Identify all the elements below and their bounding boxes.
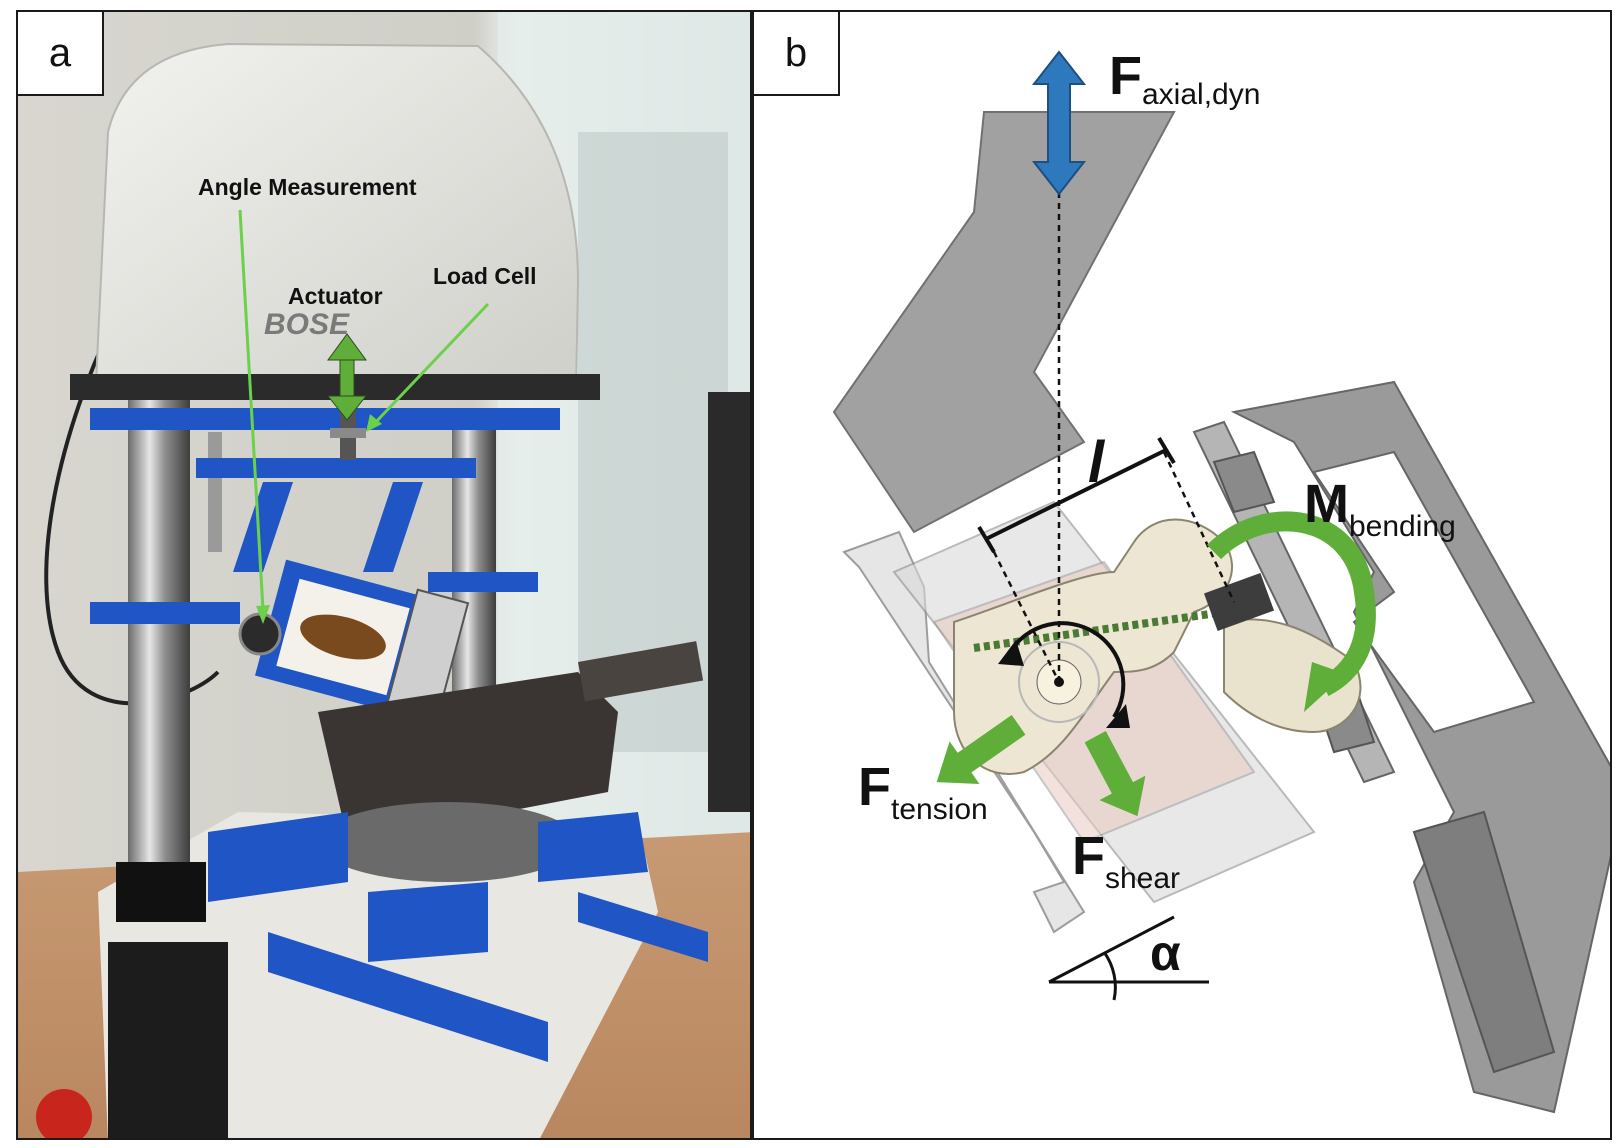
- panel-b-schematic: Faxial,dyn l Mbending Ftension Fshear α …: [752, 10, 1612, 1140]
- bending-moment-arrowhead: [1304, 662, 1346, 712]
- specimen-holder: [255, 559, 470, 721]
- alpha-arc: [1102, 951, 1117, 1001]
- lever-dashed-left: [987, 541, 1061, 683]
- clamp-left: [90, 602, 240, 624]
- emergency-stop-button: [36, 1089, 92, 1138]
- panel-a-photo: BOSE: [16, 10, 752, 1140]
- xy-slider-left: [208, 812, 348, 902]
- machine-cover: [94, 42, 580, 394]
- test-machine-illustration: BOSE: [18, 12, 750, 1138]
- load-cell-pointer-line: [372, 302, 490, 426]
- clamp-right: [428, 572, 538, 592]
- shear-force-arrow: [1084, 731, 1146, 817]
- label-f-axial: Faxial,dyn: [1109, 46, 1260, 111]
- base-foot: [108, 942, 228, 1138]
- crosshead-middle: [196, 458, 476, 478]
- vise-body: [318, 672, 618, 842]
- actuator-double-arrow: [326, 333, 368, 421]
- lever-arm-tick-right: [1157, 436, 1176, 465]
- lever-arm-l: [985, 448, 1167, 541]
- brand-logo: BOSE: [264, 308, 350, 341]
- xy-rail-front: [268, 932, 548, 1062]
- rotation-arrowhead-right: [1106, 704, 1130, 728]
- label-alpha: α: [1150, 925, 1181, 981]
- angle-pointer-head: [256, 605, 270, 624]
- lever-arm-tick-left: [977, 525, 996, 554]
- label-actuator: Actuator: [288, 283, 383, 309]
- screw-head-clamp: [1203, 572, 1275, 632]
- rotation-arrowhead-left: [998, 640, 1024, 666]
- guide-rod-left: [208, 432, 222, 552]
- window-view: [578, 132, 728, 752]
- panel-b-tag: b: [754, 12, 840, 96]
- crosshead-upper: [90, 408, 560, 430]
- label-angle-measurement: Angle Measurement: [198, 174, 417, 200]
- xy-slider-right: [538, 812, 648, 882]
- lever-dashed-right: [1162, 451, 1236, 603]
- alpha-inclined-line: [1048, 915, 1175, 984]
- label-m-bending: Mbending: [1304, 474, 1456, 543]
- upper-fixture-arm: [832, 111, 1176, 534]
- fixture-arm-left: [233, 482, 293, 572]
- label-load-cell: Load Cell: [433, 263, 537, 289]
- rotation-center-ring: [1018, 641, 1100, 723]
- xy-slider-front: [368, 882, 488, 962]
- panel-a-tag: a: [18, 12, 104, 96]
- angle-sensor: [238, 612, 282, 656]
- vise-screw: [577, 641, 704, 702]
- monitor-edge: [708, 392, 750, 812]
- column-left-foot: [116, 862, 206, 922]
- loading-schematic: Faxial,dyn l Mbending Ftension Fshear α: [832, 46, 1610, 1114]
- right-fixture-frame: [1192, 380, 1610, 1114]
- label-f-tension: Ftension: [858, 757, 988, 826]
- fixture-arm-right: [363, 482, 423, 572]
- load-cell: [330, 428, 366, 438]
- axial-force-arrow: [1031, 50, 1087, 196]
- label-lever-l: l: [1088, 430, 1106, 495]
- rotation-arrow: [1008, 621, 1126, 719]
- label-f-shear: Fshear: [1072, 826, 1180, 895]
- tension-force-arrow: [936, 714, 1026, 784]
- vise-swivel-base: [318, 802, 578, 882]
- xy-rail-right: [578, 892, 708, 962]
- column-left: [128, 372, 190, 892]
- load-cell-pointer-head: [366, 414, 382, 432]
- angle-pointer-line: [238, 209, 265, 611]
- bending-moment-arrow: [1206, 511, 1376, 696]
